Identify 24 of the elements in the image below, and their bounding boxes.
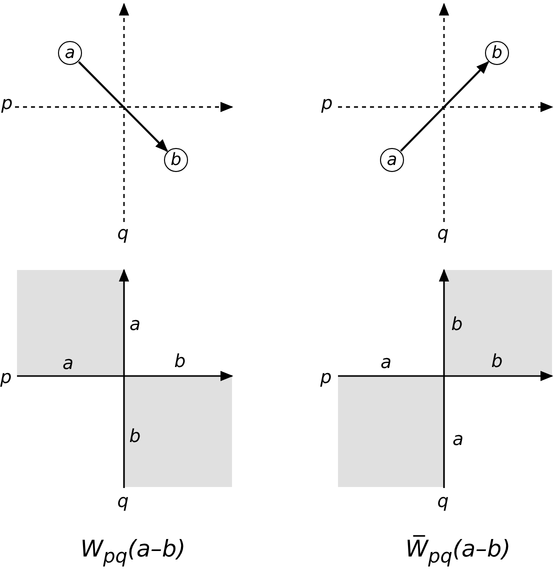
axis-label: b xyxy=(174,352,186,372)
axis-label: b xyxy=(491,352,503,372)
axis-label: p xyxy=(0,368,12,388)
caption: W$_{pq}$(a–b) xyxy=(80,536,186,570)
axis-label: a xyxy=(452,430,464,450)
axis-label: p xyxy=(321,94,333,114)
axis-label: q xyxy=(117,224,129,244)
axis-label: p xyxy=(320,368,332,388)
caption: W̅$_{pq}$(a–b) xyxy=(405,536,511,570)
circle-node: b xyxy=(485,41,509,65)
circle-node: a xyxy=(58,41,82,65)
axis-label: b xyxy=(451,315,463,335)
axis-label: b xyxy=(129,427,141,447)
circle-node: a xyxy=(380,148,404,172)
axis-label: p xyxy=(1,94,13,114)
axis-label: a xyxy=(62,354,74,374)
arrow xyxy=(78,61,168,152)
axis-label: a xyxy=(129,315,141,335)
circle-node: b xyxy=(164,148,188,172)
axis-label: a xyxy=(380,353,392,373)
axis-label: q xyxy=(437,492,449,512)
axis-label: q xyxy=(117,492,129,512)
axis-label: q xyxy=(437,224,449,244)
arrow xyxy=(400,61,490,152)
